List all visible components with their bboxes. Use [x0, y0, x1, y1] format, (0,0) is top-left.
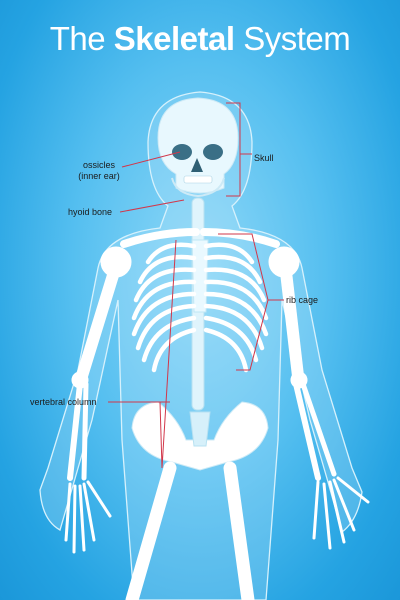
right-ribs	[203, 242, 269, 373]
left-ribs	[131, 242, 197, 373]
vertebral-bracket	[108, 239, 177, 469]
right-hand	[312, 476, 370, 550]
title-prefix: The	[49, 20, 106, 57]
ossicles-label-line2: (inner ear)	[78, 171, 120, 181]
nasal-cavity	[191, 158, 203, 172]
sacrum	[189, 411, 211, 447]
left-ulna	[81, 381, 89, 481]
left-femur	[125, 461, 177, 600]
left-radius	[67, 381, 83, 481]
teeth	[183, 175, 213, 184]
ossicles-label-line1: ossicles	[82, 160, 115, 170]
ossicles-label: ossicles (inner ear)	[72, 160, 126, 182]
title-bold-word: Skeletal	[113, 20, 235, 57]
hyoid-bone-label: hyoid bone	[68, 207, 113, 217]
vertebral-column-label: vertebral column	[30, 397, 97, 407]
left-humerus	[76, 266, 120, 382]
rib-cage-label: rib cage	[286, 295, 319, 305]
leader-lines	[108, 102, 284, 469]
skull-label: Skull	[254, 153, 274, 163]
sternum	[191, 239, 209, 313]
ossicles-line	[121, 151, 181, 168]
poster-title: The Skeletal System	[0, 22, 400, 55]
skull-bracket	[226, 102, 252, 197]
right-humerus	[280, 266, 304, 382]
rib-cage-bracket	[218, 233, 284, 371]
title-suffix: System	[243, 20, 351, 57]
right-radius	[293, 381, 321, 481]
left-clavicle	[120, 228, 200, 248]
right-femur	[223, 461, 255, 600]
hyoid-line	[119, 199, 185, 213]
mandible	[171, 177, 225, 198]
right-ulna	[300, 381, 337, 477]
right-eye-socket	[203, 144, 223, 160]
bones	[64, 97, 370, 600]
left-eye-socket	[172, 144, 192, 160]
left-hand	[64, 480, 112, 554]
skull	[157, 97, 239, 194]
right-clavicle	[200, 228, 280, 248]
